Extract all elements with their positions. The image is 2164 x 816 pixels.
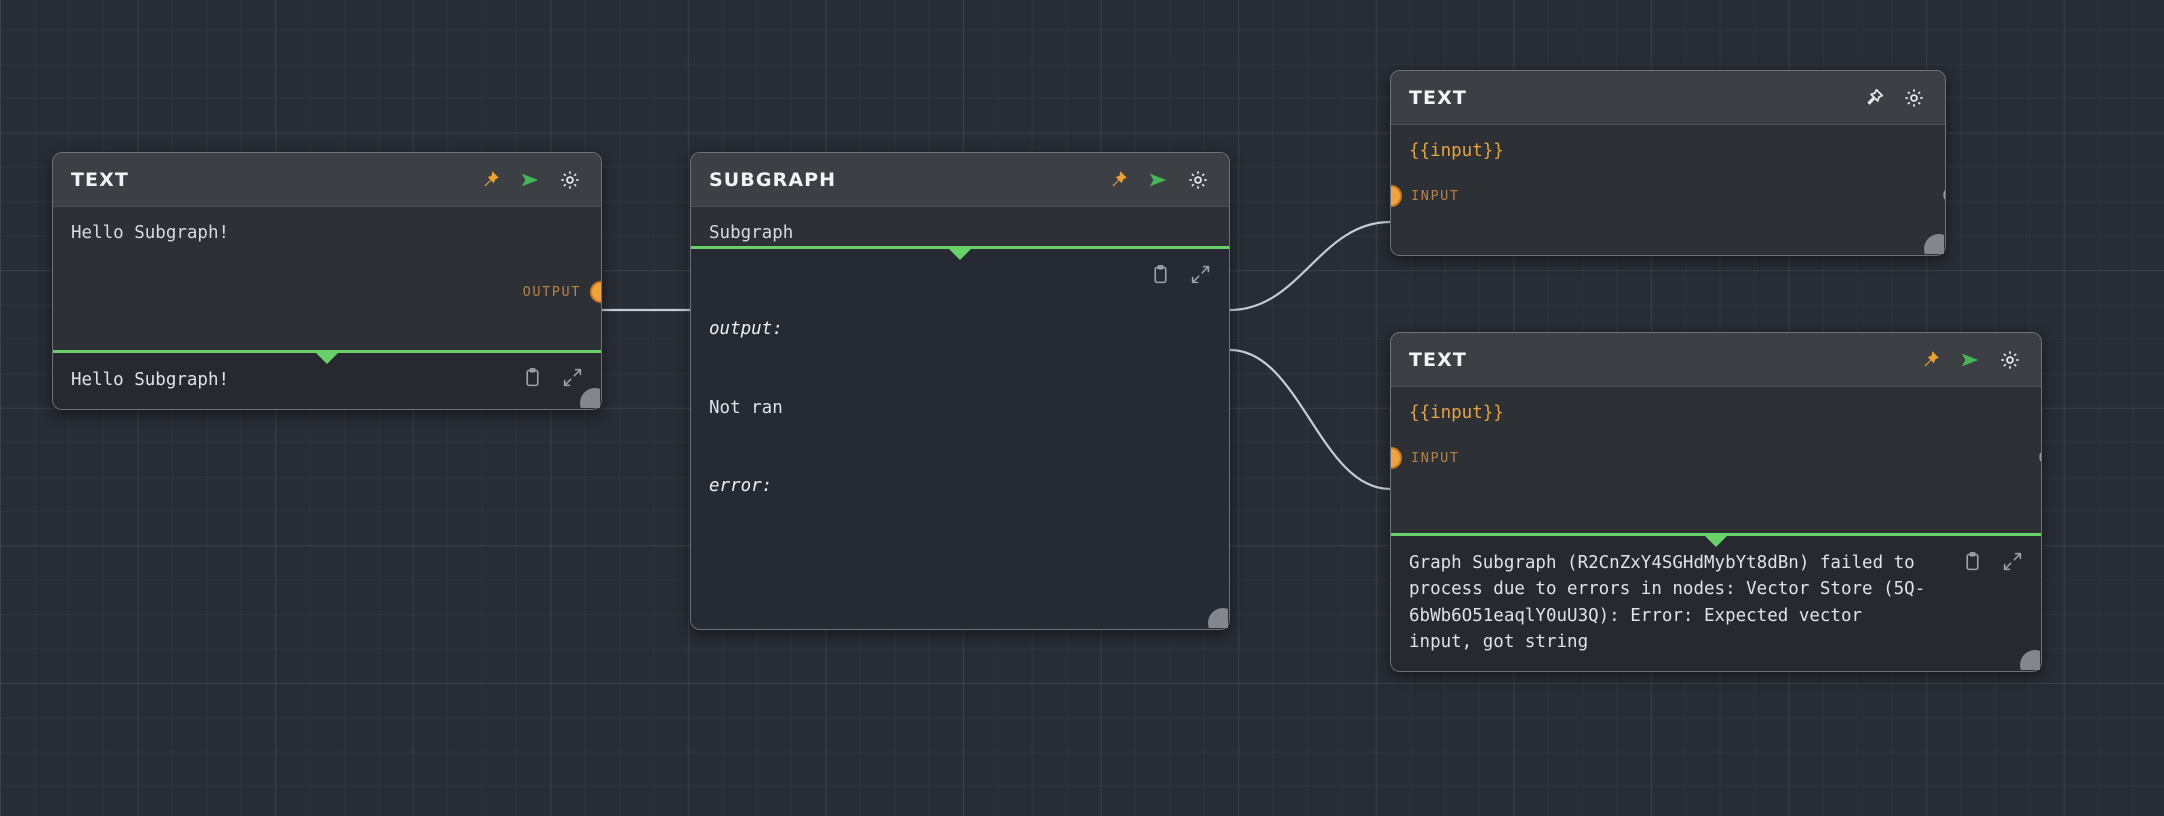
- port-input[interactable]: INPUT: [1391, 185, 1460, 207]
- node-body-text: {{input}}: [1409, 403, 1504, 423]
- result-text: Hello Subgraph!: [71, 369, 230, 390]
- result-error-label: error:: [709, 476, 773, 497]
- port-dot-input[interactable]: [1391, 447, 1402, 469]
- node-header[interactable]: TEXT: [1391, 71, 1945, 125]
- port-label-input: INPUT: [1411, 188, 1460, 204]
- node-body-text: {{input}}: [1409, 141, 1504, 161]
- node-header-actions[interactable]: [1861, 85, 1927, 111]
- node-body[interactable]: {{input}} INPUT OUTPUT: [1391, 387, 2041, 533]
- node-subgraph[interactable]: SUBGRAPH Subgraph INPUT OU: [690, 152, 1230, 630]
- pin-icon[interactable]: [477, 167, 503, 193]
- port-dot-output[interactable]: [590, 281, 601, 303]
- expand-icon[interactable]: [1187, 261, 1213, 287]
- result-output-label: output:: [709, 318, 783, 339]
- node-title: TEXT: [71, 168, 129, 191]
- run-icon[interactable]: [1145, 167, 1171, 193]
- node-text-bottom-right[interactable]: TEXT {{input}} INPUT OUTPUT: [1390, 332, 2042, 672]
- port-label-input: INPUT: [1411, 450, 1460, 466]
- result-tools[interactable]: [519, 365, 585, 391]
- node-header-actions[interactable]: [1105, 167, 1211, 193]
- result-notch-icon: [949, 249, 971, 261]
- gear-icon[interactable]: [1997, 347, 2023, 373]
- gear-icon[interactable]: [1901, 85, 1927, 111]
- run-icon[interactable]: [517, 167, 543, 193]
- node-header[interactable]: TEXT: [1391, 333, 2041, 387]
- resize-handle[interactable]: [1204, 604, 1228, 628]
- node-result-panel: output: Not ran error: Graph Subgraph (R…: [691, 246, 1229, 629]
- resize-handle[interactable]: [576, 384, 600, 408]
- node-body[interactable]: Hello Subgraph! OUTPUT: [53, 207, 601, 350]
- expand-icon[interactable]: [559, 365, 585, 391]
- result-notch-icon: [1705, 536, 1727, 547]
- node-title: SUBGRAPH: [709, 168, 837, 191]
- result-tools[interactable]: [1959, 548, 2025, 574]
- node-body[interactable]: {{input}} INPUT OUTPUT: [1391, 125, 1945, 255]
- copy-icon[interactable]: [1959, 548, 1985, 574]
- resize-handle[interactable]: [2016, 646, 2040, 670]
- pin-icon[interactable]: [1917, 347, 1943, 373]
- port-label-output: OUTPUT: [522, 284, 581, 300]
- node-header[interactable]: TEXT: [53, 153, 601, 207]
- port-dot-input[interactable]: [1391, 185, 1402, 207]
- copy-icon[interactable]: [1147, 261, 1173, 287]
- pin-icon[interactable]: [1105, 167, 1131, 193]
- node-header-actions[interactable]: [477, 167, 583, 193]
- node-text-top-right[interactable]: TEXT {{input}} INPUT OUTPUT: [1390, 70, 1946, 256]
- port-output[interactable]: OUTPUT: [523, 281, 601, 303]
- port-output[interactable]: OUTPUT: [2030, 447, 2041, 469]
- node-body[interactable]: Subgraph INPUT OUTPUT ERROR: [691, 207, 1229, 343]
- node-result-panel: Graph Subgraph (R2CnZxY4SGHdMybYt8dBn) f…: [1391, 533, 2041, 671]
- result-body: output: Not ran error: Graph Subgraph (R…: [709, 263, 1211, 629]
- pin-icon[interactable]: [1861, 85, 1887, 111]
- node-body-text: Subgraph: [709, 223, 794, 243]
- gear-icon[interactable]: [1185, 167, 1211, 193]
- port-output[interactable]: OUTPUT: [1934, 185, 1945, 207]
- node-result-panel: Hello Subgraph!: [53, 349, 601, 409]
- copy-icon[interactable]: [519, 365, 545, 391]
- port-label-output: OUTPUT: [2039, 450, 2041, 466]
- result-tools[interactable]: [1147, 261, 1213, 287]
- node-body-text: Hello Subgraph!: [71, 223, 230, 243]
- result-text: Graph Subgraph (R2CnZxY4SGHdMybYt8dBn) f…: [1409, 553, 1926, 652]
- node-header[interactable]: SUBGRAPH: [691, 153, 1229, 207]
- port-label-output: OUTPUT: [1943, 188, 1945, 204]
- run-icon[interactable]: [1957, 347, 1983, 373]
- expand-icon[interactable]: [1999, 548, 2025, 574]
- result-notch-icon: [316, 352, 338, 364]
- result-error-value: Graph Subgraph (R2CnZxY4SGHdMybYt8dBn) f…: [709, 627, 1211, 629]
- result-output-value: Not ran: [709, 397, 783, 418]
- resize-handle[interactable]: [1920, 230, 1944, 254]
- node-text-left[interactable]: TEXT Hello Subgraph! OUTPUT: [52, 152, 602, 410]
- node-title: TEXT: [1409, 86, 1467, 109]
- port-input[interactable]: INPUT: [1391, 447, 1460, 469]
- node-title: TEXT: [1409, 348, 1467, 371]
- node-header-actions[interactable]: [1917, 347, 2023, 373]
- gear-icon[interactable]: [557, 167, 583, 193]
